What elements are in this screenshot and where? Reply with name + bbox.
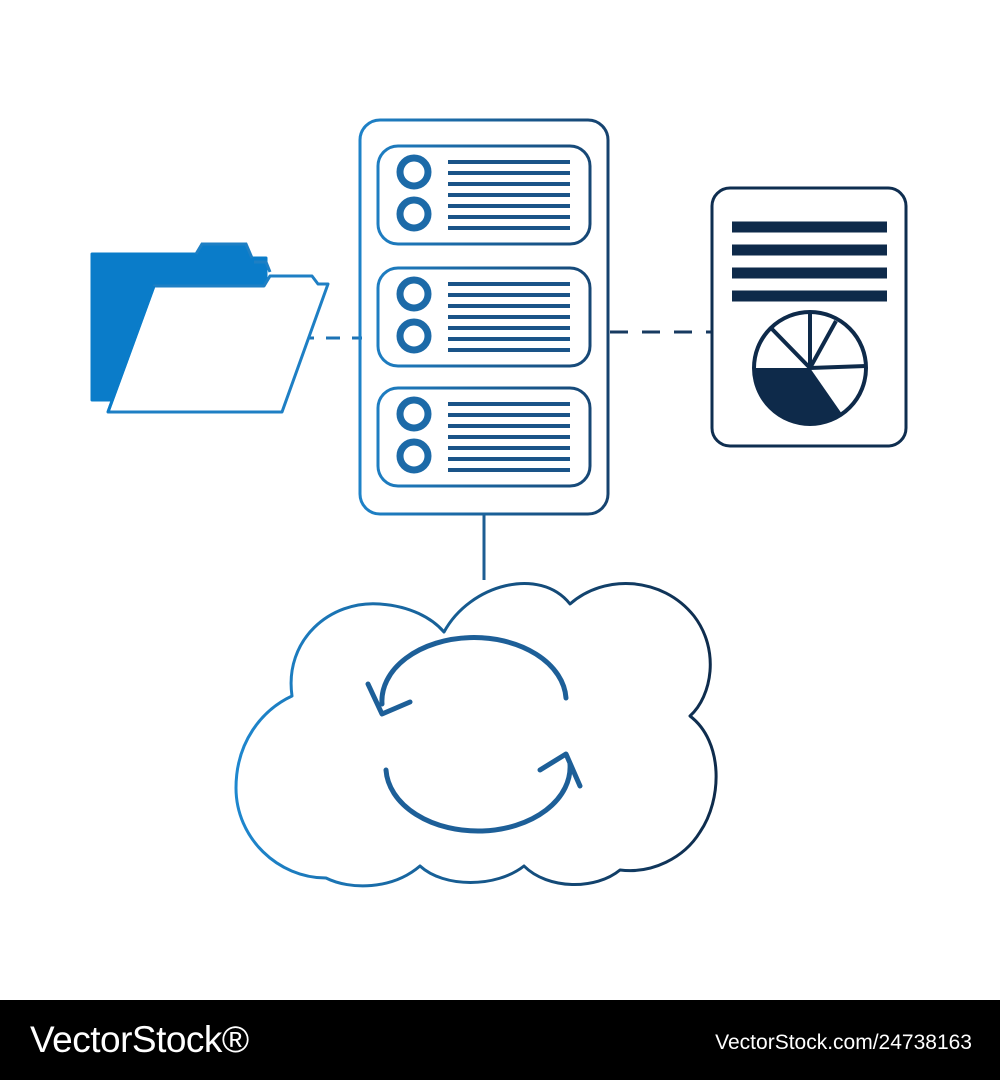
cloud-icon — [234, 582, 718, 888]
footer-logo[interactable]: VectorStock® — [30, 1019, 249, 1060]
server-unit-1 — [376, 144, 592, 246]
server-vent-lines — [448, 282, 570, 352]
pie-chart-icon — [752, 310, 868, 426]
footer-image-id: VectorStock.com/24738163 — [715, 1031, 972, 1054]
server-led-top — [396, 276, 432, 312]
folder-shadow-edge — [106, 285, 156, 413]
sync-arrow-bottom-head — [537, 751, 583, 789]
folder-front — [106, 274, 330, 414]
stock-footer-bar: VectorStock® VectorStock.com/24738163 — [0, 1000, 1000, 1080]
document-text-lines — [732, 221, 887, 302]
server-vent-lines — [448, 160, 570, 230]
server-rack-icon — [358, 118, 610, 516]
server-vent-lines — [448, 402, 570, 472]
server-led-top — [396, 396, 432, 432]
server-unit-2 — [376, 266, 592, 368]
sync-arrow-top-head — [365, 681, 413, 717]
report-document-icon — [710, 186, 908, 448]
sync-arrows-icon — [365, 635, 583, 834]
server-unit-frame — [376, 386, 592, 488]
server-unit-3 — [376, 386, 592, 488]
server-led-bottom — [396, 318, 432, 354]
folder-back-tab — [194, 242, 254, 259]
connector-lines — [300, 330, 712, 580]
server-led-bottom — [396, 196, 432, 232]
pie-slice-filled — [754, 368, 842, 425]
server-cabinet — [358, 118, 610, 516]
cloud-outline — [234, 582, 718, 888]
cloud-sync-illustration — [90, 118, 908, 888]
folder-icon — [90, 242, 330, 414]
pie-dividers — [769, 312, 867, 370]
sync-arrow-bottom-arc — [383, 761, 573, 834]
server-led-bottom — [396, 438, 432, 474]
folder-tab-right — [254, 260, 272, 273]
sync-arrow-top-arc — [379, 635, 569, 707]
server-led-top — [396, 154, 432, 190]
server-unit-frame — [376, 266, 592, 368]
server-unit-frame — [376, 144, 592, 246]
